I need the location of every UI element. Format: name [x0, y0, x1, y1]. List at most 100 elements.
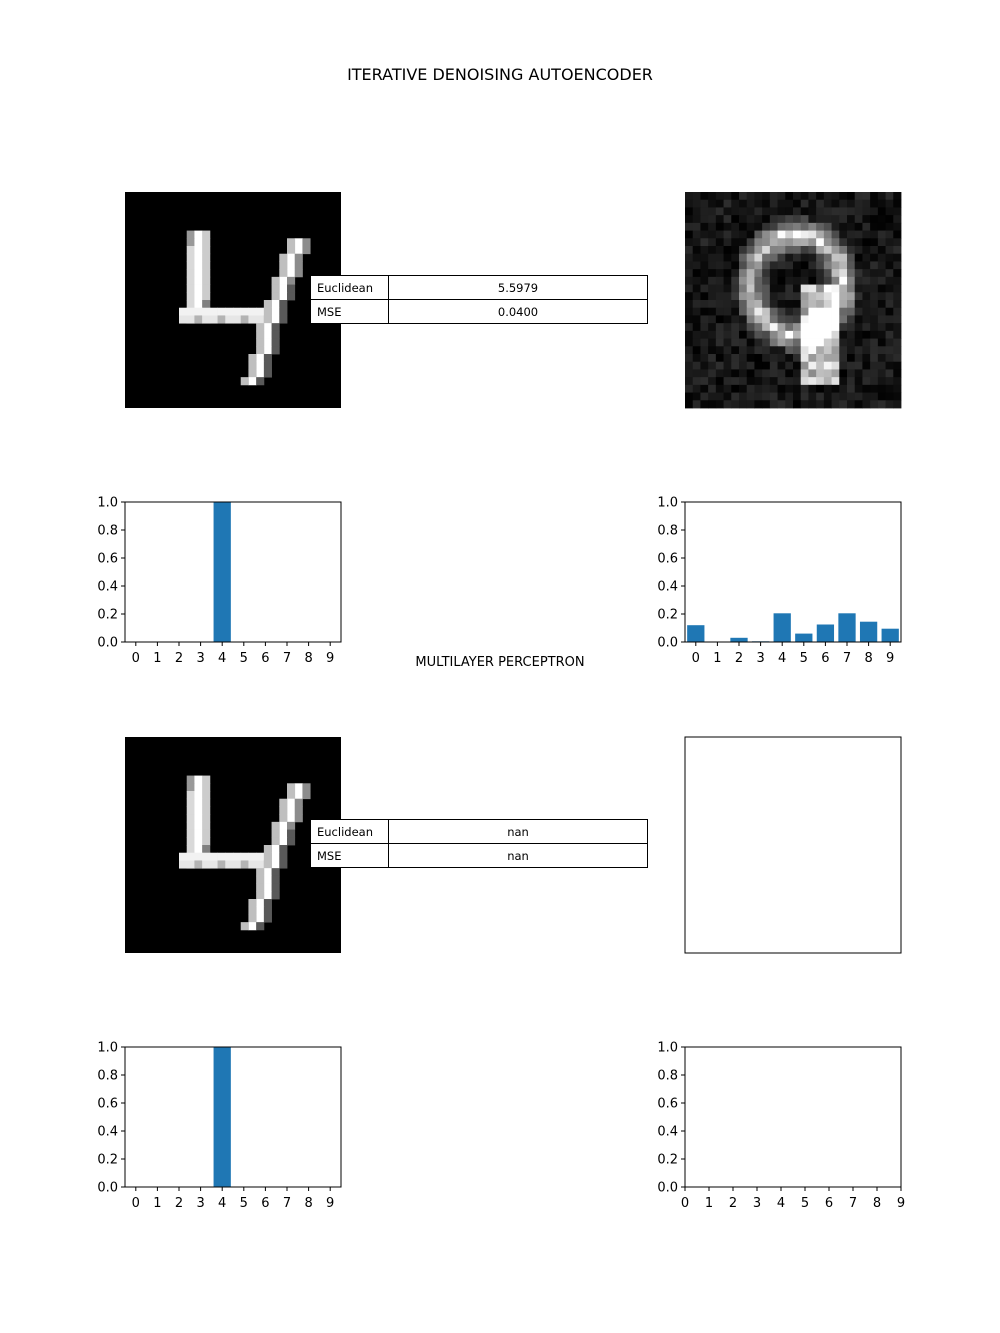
- pixel: [854, 384, 863, 393]
- pixel: [870, 338, 879, 347]
- pixel: [739, 230, 748, 239]
- pixel: [808, 330, 817, 339]
- pixel: [854, 253, 863, 262]
- pixel: [692, 300, 701, 309]
- pixel: [823, 207, 832, 216]
- pixel: [723, 199, 732, 208]
- pixel: [194, 292, 203, 301]
- pixel: [877, 400, 886, 409]
- pixel: [746, 354, 755, 363]
- pixel: [256, 346, 265, 355]
- pixel: [808, 300, 817, 309]
- pixel: [777, 222, 786, 231]
- pixel: [708, 199, 717, 208]
- pixel: [202, 284, 211, 293]
- pixel: [746, 307, 755, 316]
- pixel: [808, 246, 817, 255]
- pixel: [893, 315, 902, 324]
- pixel: [854, 284, 863, 293]
- pixel: [800, 253, 809, 262]
- pixel: [893, 276, 902, 285]
- pixel: [823, 284, 832, 293]
- y-tick-label: 0.2: [657, 1153, 678, 1168]
- pixel: [739, 253, 748, 262]
- pixel: [287, 821, 296, 830]
- pixel: [847, 292, 856, 301]
- pixel: [800, 192, 809, 201]
- pixel: [731, 192, 740, 201]
- pixel: [263, 914, 272, 923]
- pixel: [692, 369, 701, 378]
- pixel: [263, 354, 272, 363]
- pixel: [202, 860, 211, 869]
- pixel: [263, 369, 272, 378]
- pixel: [271, 883, 280, 892]
- pixel: [739, 400, 748, 409]
- x-tick-label: 8: [304, 651, 312, 666]
- pixel: [186, 269, 195, 278]
- pixel: [279, 860, 288, 869]
- pixel: [823, 269, 832, 278]
- pixel: [762, 215, 771, 224]
- pixel: [754, 338, 763, 347]
- pixel: [194, 284, 203, 293]
- pixel: [823, 222, 832, 231]
- pixel: [256, 369, 265, 378]
- pixel: [700, 377, 709, 386]
- pixel: [248, 361, 257, 370]
- pixel: [777, 215, 786, 224]
- pixel: [708, 276, 717, 285]
- pixel: [762, 361, 771, 370]
- x-tick-label: 0: [692, 651, 700, 666]
- pixel: [256, 860, 265, 869]
- pixel: [700, 300, 709, 309]
- pixel: [785, 392, 794, 401]
- y-tick-label: 0.4: [97, 580, 118, 595]
- pixel: [839, 384, 848, 393]
- y-tick-label: 0.4: [657, 580, 678, 595]
- pixel: [723, 253, 732, 262]
- pixel: [816, 330, 825, 339]
- pixel: [271, 875, 280, 884]
- pixel: [785, 323, 794, 332]
- pixel: [692, 230, 701, 239]
- pixel: [685, 269, 694, 278]
- pixel: [762, 238, 771, 247]
- pixel: [294, 238, 303, 247]
- pixel: [700, 269, 709, 278]
- x-tick-label: 8: [864, 651, 872, 666]
- pixel: [731, 238, 740, 247]
- pixel: [731, 330, 740, 339]
- pixel: [877, 222, 886, 231]
- pixel: [816, 300, 825, 309]
- pixel: [263, 906, 272, 915]
- pixel: [287, 253, 296, 262]
- pixel: [769, 261, 778, 270]
- pixel: [279, 852, 288, 861]
- pixel: [823, 323, 832, 332]
- pixel: [793, 215, 802, 224]
- pixel: [708, 246, 717, 255]
- pixel: [831, 207, 840, 216]
- pixel: [885, 384, 894, 393]
- pixel: [248, 860, 257, 869]
- pixel: [793, 377, 802, 386]
- pixel: [816, 392, 825, 401]
- pixel: [715, 246, 724, 255]
- pixel: [823, 192, 832, 201]
- pixel: [847, 207, 856, 216]
- bar: [859, 621, 878, 642]
- pixel: [723, 354, 732, 363]
- pixel: [685, 369, 694, 378]
- pixel: [793, 276, 802, 285]
- pixel: [692, 307, 701, 316]
- pixel: [877, 292, 886, 301]
- pixel: [692, 222, 701, 231]
- pixel: [777, 338, 786, 347]
- pixel: [862, 384, 871, 393]
- pixel: [793, 261, 802, 270]
- pixel: [754, 284, 763, 293]
- pixel: [723, 338, 732, 347]
- pixel: [816, 238, 825, 247]
